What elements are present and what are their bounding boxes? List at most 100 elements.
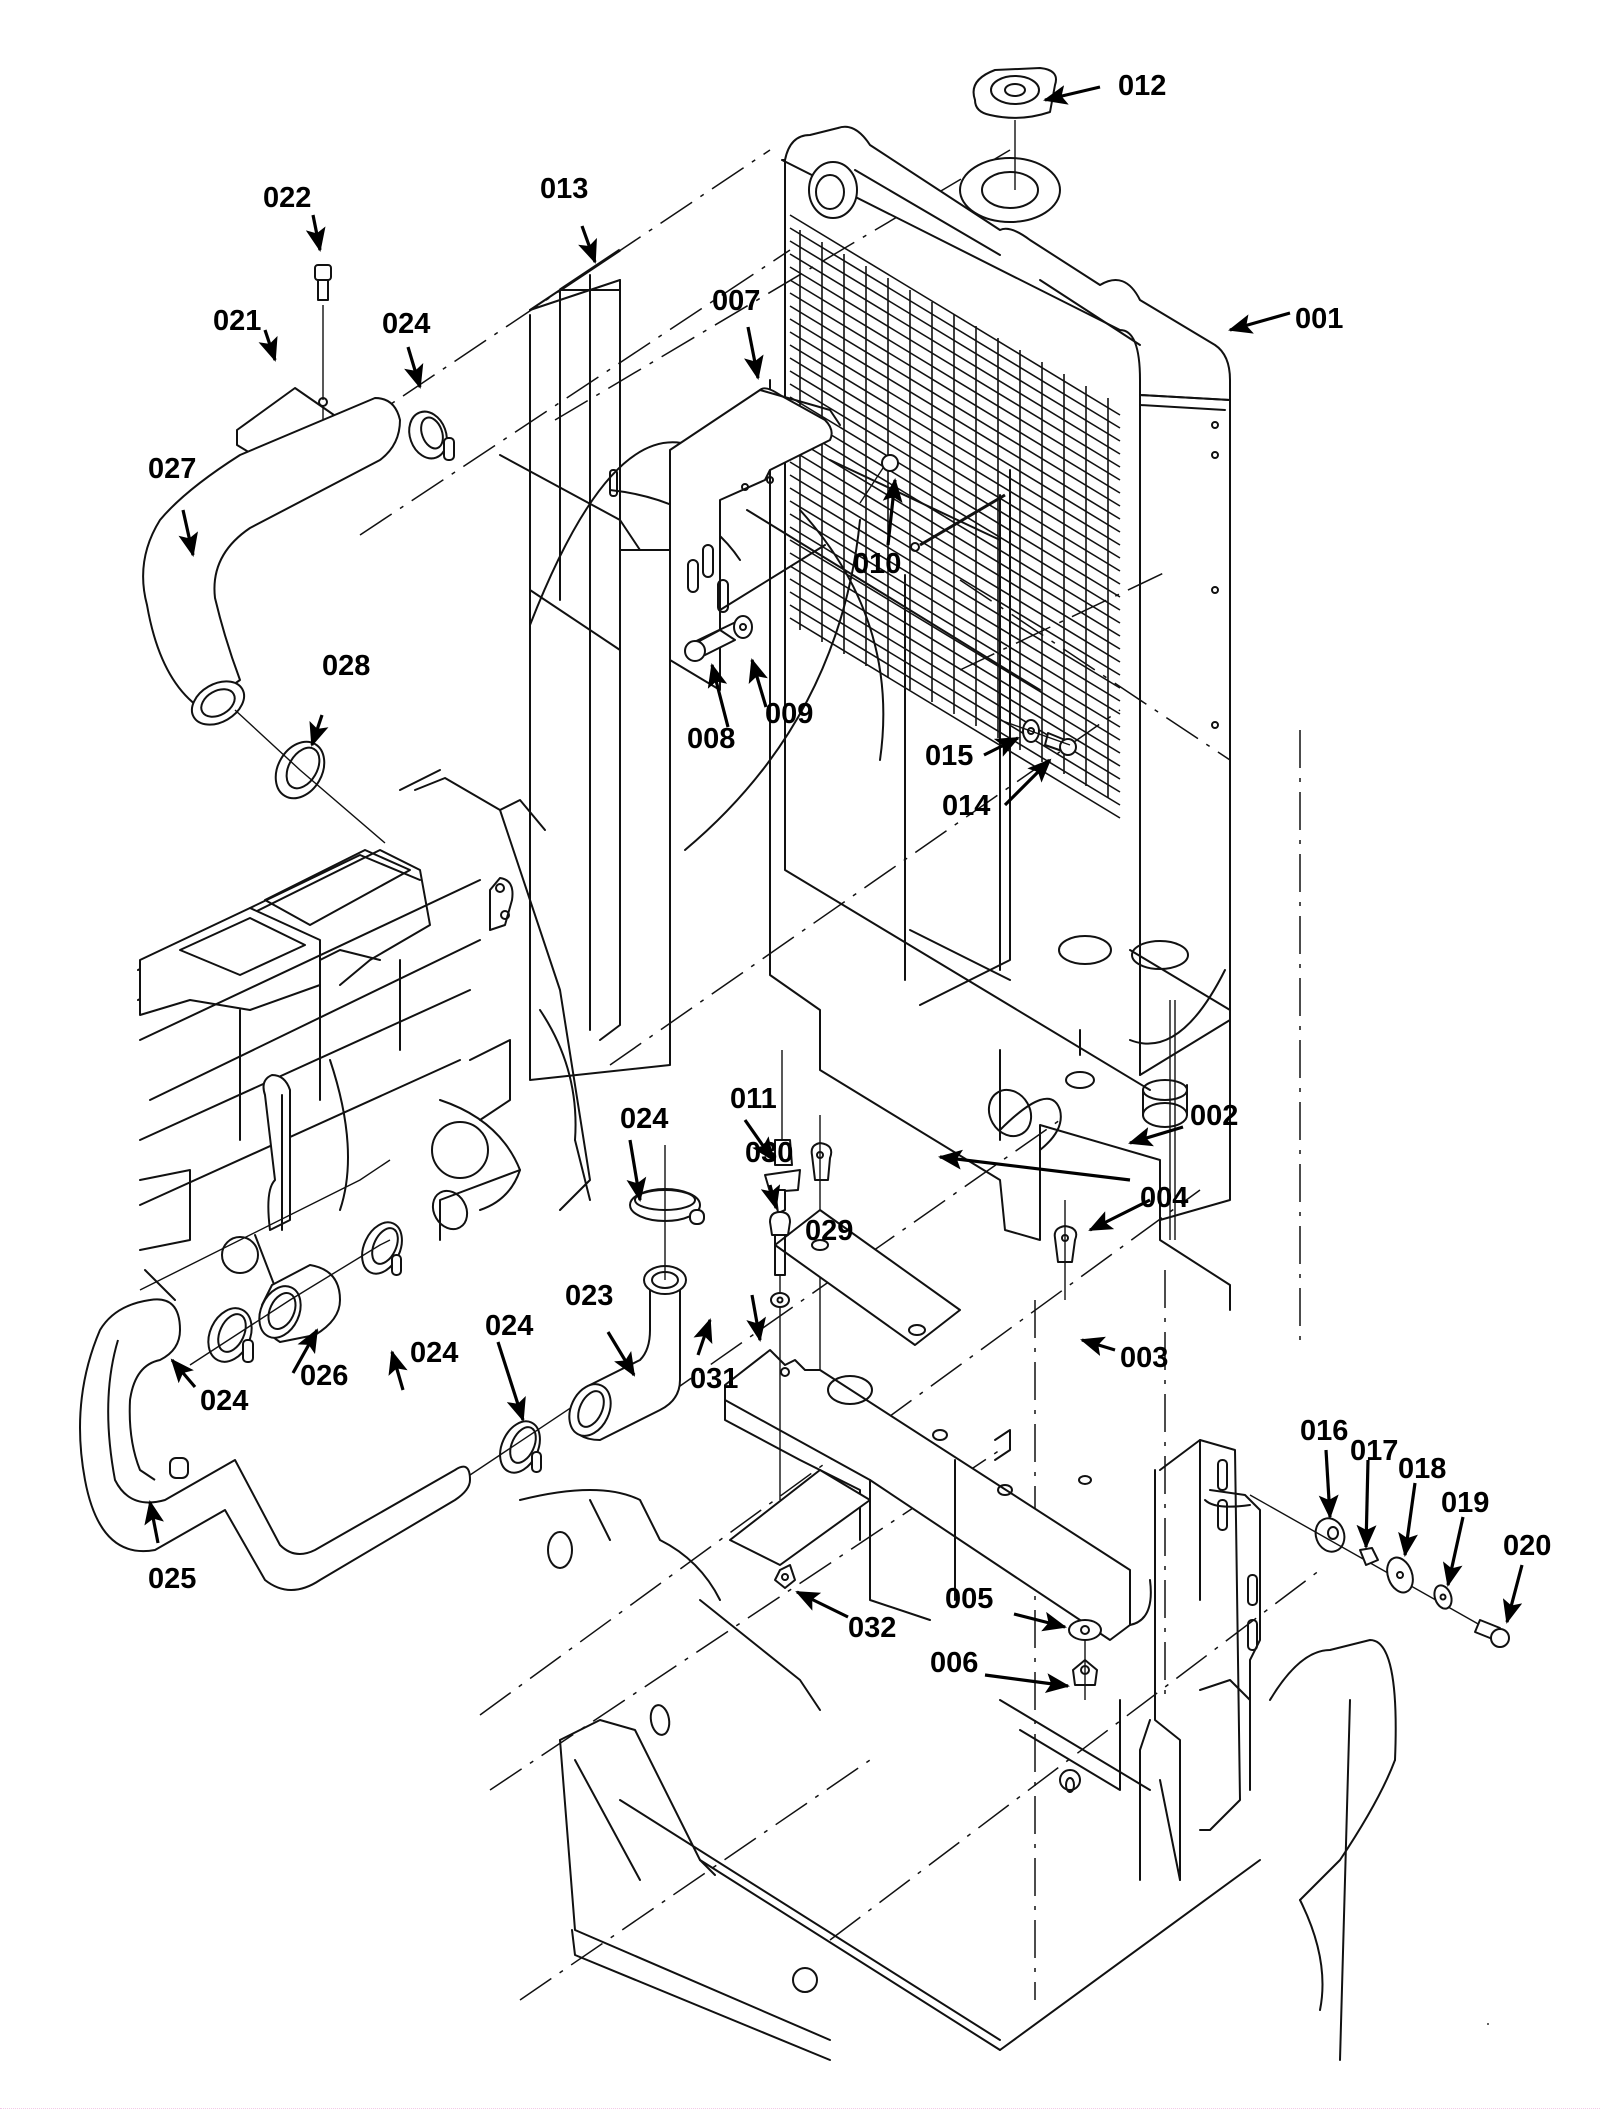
callout-024-lower-right: 024 [485,1310,533,1342]
core-fin [789,383,1121,585]
callout-029: 029 [805,1215,853,1247]
callout-labels: 012 001 013 007 022 021 024 027 028 010 … [148,70,1551,1679]
upper-hose[interactable] [142,397,401,733]
hose-clamp-024-upper[interactable] [403,406,455,463]
bolt-014[interactable] [999,719,1077,756]
callout-015: 015 [925,740,973,772]
radiator[interactable] [781,125,1231,1128]
core-fin [789,227,1121,429]
callout-020: 020 [1503,1530,1551,1562]
core-fin [789,292,1121,494]
callout-018: 018 [1398,1453,1446,1485]
core-fin [789,331,1121,533]
hose-clamp-024-top-lower[interactable] [629,1145,705,1280]
washer-018[interactable] [1383,1554,1418,1596]
core-fin [789,370,1121,572]
core-fin [789,526,1121,728]
core-fin [789,474,1121,676]
core-fin [789,591,1121,793]
callout-013: 013 [540,173,588,205]
lower-hose[interactable] [561,1265,687,1443]
callout-004: 004 [1140,1182,1188,1214]
shroud-panel[interactable] [769,379,1231,1311]
bolt-030[interactable] [769,1211,791,1500]
callout-024-lower-left: 024 [200,1385,248,1417]
radiator-core-grid [789,214,1121,819]
core-fin [789,513,1121,715]
engine [137,769,591,1301]
screw-022[interactable] [314,264,332,400]
rubber-bushing-lower[interactable] [1053,1200,1078,1300]
core-fin [789,604,1121,806]
core-fin [789,240,1121,442]
callout-009: 009 [765,698,813,730]
callout-030: 030 [745,1137,793,1169]
washer-009[interactable] [733,615,753,639]
callout-024-upper: 024 [382,308,430,340]
callout-014: 014 [942,790,990,822]
callout-arrows [144,85,1524,1694]
bracket[interactable] [669,387,841,691]
washer-005[interactable] [1068,1619,1102,1641]
core-fin [789,357,1121,559]
core-fin [789,435,1121,637]
washer-031[interactable] [770,1292,790,1308]
hose-clamp-028[interactable] [234,709,386,844]
callout-012: 012 [1118,70,1166,102]
nut-010[interactable] [859,454,899,504]
core-fin [789,539,1121,741]
bypass-hose[interactable] [79,1298,471,1591]
core-fin [789,344,1121,546]
core-fin [789,552,1121,754]
callout-024-top-lower: 024 [620,1103,668,1135]
callout-011: 011 [730,1083,777,1115]
fan-shroud[interactable] [499,248,861,1081]
nut-006[interactable] [1072,1640,1098,1700]
hose-clamp-024-mid[interactable] [354,1216,409,1280]
mounting-tower [1139,1439,1261,1881]
speck [1487,2023,1489,2025]
callout-005: 005 [945,1583,993,1615]
core-fin [789,305,1121,507]
callout-017: 017 [1350,1435,1398,1467]
callout-008: 008 [687,723,735,755]
callout-028: 028 [322,650,370,682]
core-fin [789,266,1121,468]
hose-clamp-024-lower-left[interactable] [189,1239,391,1369]
bolt-020[interactable] [1474,1619,1510,1648]
core-fin [789,461,1121,663]
collar-017[interactable] [1359,1547,1379,1566]
callout-021: 021 [213,305,261,337]
mounting-plate[interactable] [774,1209,961,1346]
bolt-008[interactable] [684,619,741,662]
core-fin [789,617,1121,819]
core-fin [789,396,1121,598]
callout-003: 003 [1120,1342,1168,1374]
callout-027: 027 [148,453,196,485]
callout-022: 022 [263,182,311,214]
callout-026: 026 [300,1360,348,1392]
callout-002: 002 [1190,1100,1238,1132]
callout-019: 019 [1441,1487,1489,1519]
core-fin [789,500,1121,702]
page-bottom-rule [0,2108,1600,2109]
spring-washer-019[interactable] [1431,1583,1454,1611]
core-fin [789,565,1121,767]
radiator-cap[interactable] [972,67,1057,190]
callout-023: 023 [565,1280,613,1312]
core-fin [789,487,1121,689]
support-frame[interactable] [724,1349,1152,1641]
bracket-panel [719,459,1041,981]
nut-032[interactable] [729,1469,871,1589]
core-fin [789,214,1121,416]
callout-001: 001 [1295,303,1343,335]
callout-007: 007 [712,285,760,317]
core-fin [789,409,1121,611]
callout-010: 010 [853,548,901,580]
core-fin [789,318,1121,520]
core-fin [789,448,1121,650]
core-fin [789,253,1121,455]
callout-032: 032 [848,1612,896,1644]
callout-024-mid: 024 [410,1337,458,1369]
